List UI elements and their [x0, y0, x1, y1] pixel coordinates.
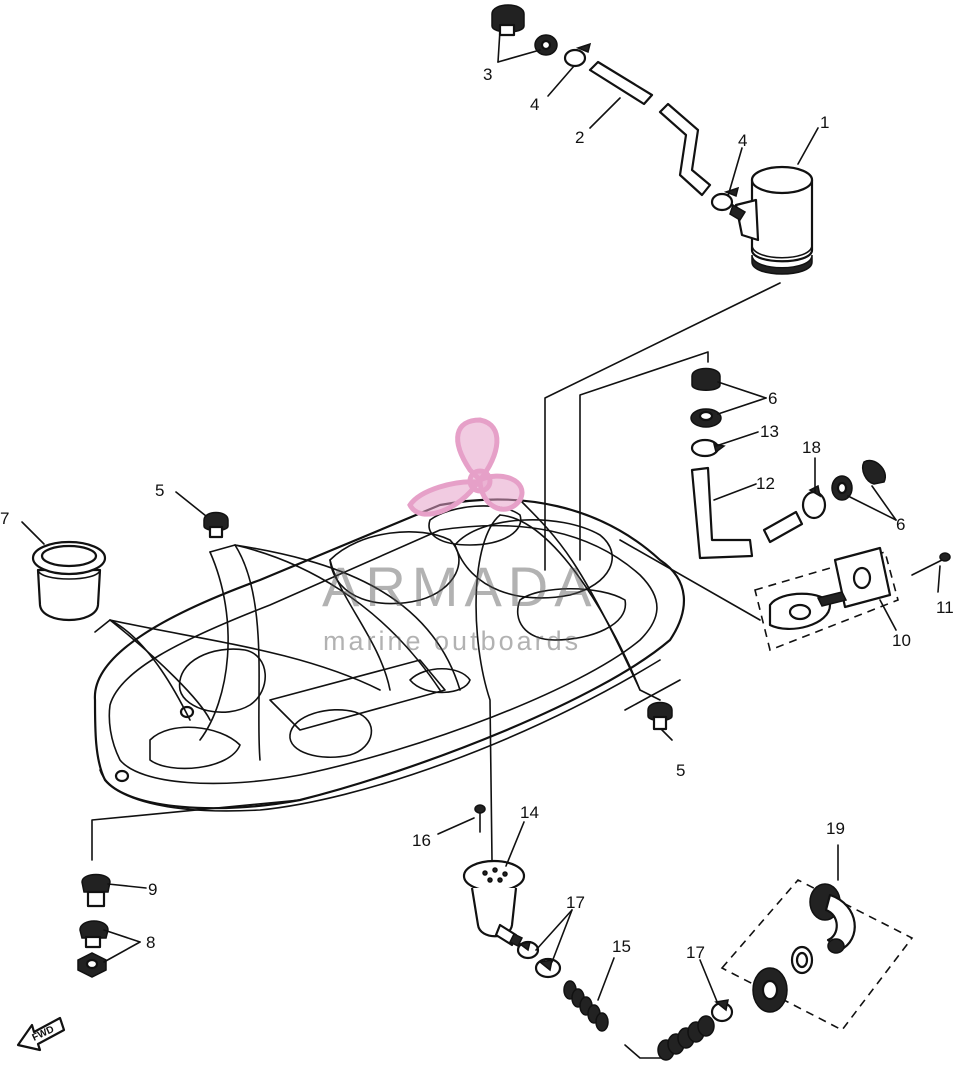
hull-deck: [93, 498, 686, 812]
callout-2: 2: [575, 128, 584, 147]
callout-14: 14: [520, 803, 539, 822]
thru-hull-fitting: [720, 879, 914, 1032]
callout-18: 18: [802, 438, 821, 457]
watermark-logo: [407, 417, 525, 517]
callout-5-upper: 5: [155, 481, 164, 500]
callout-leaders: [21, 29, 941, 1005]
leader-lines: [91, 282, 839, 1059]
callout-15: 15: [612, 937, 631, 956]
callout-9: 9: [148, 880, 157, 899]
plug-9: [81, 873, 111, 908]
clamps-17: [516, 940, 734, 1023]
forward-arrow: FWD: [16, 1016, 66, 1052]
callout-11: 11: [936, 598, 954, 617]
clamp-18: [801, 484, 827, 520]
hose-12: [690, 466, 804, 560]
callout-12: 12: [756, 474, 775, 493]
fitting-right-stack: [831, 459, 887, 501]
callout-4-pump: 4: [738, 131, 747, 150]
hose: [588, 60, 712, 197]
bracket-assembly: [754, 546, 899, 652]
fitting-upper-stack: [690, 367, 722, 428]
cup-holder: [31, 540, 107, 622]
hose-fitting: [491, 4, 558, 56]
callout-16: 16: [412, 831, 431, 850]
watermark-tagline: marine outboards: [323, 626, 581, 656]
screw-11: [911, 552, 951, 576]
callout-4-upper: 4: [530, 95, 539, 114]
callout-1: 1: [820, 113, 829, 132]
callout-10: 10: [892, 631, 911, 650]
corrugated-hose: [563, 980, 715, 1061]
deck-wiring: [94, 499, 681, 861]
watermark: ARMADA marine outboards: [322, 417, 598, 656]
drain-plug-upper: [203, 511, 229, 539]
callout-6-upper: 6: [768, 389, 777, 408]
plug-8: [77, 920, 109, 978]
drain-plug-right: [647, 701, 673, 731]
callout-17-left: 17: [566, 893, 585, 912]
callout-numbers: 1 2 3 4 4 5 5 6 6 7 8 9 10 11 12 13 14 1…: [0, 65, 954, 962]
callout-3: 3: [483, 65, 492, 84]
callout-13: 13: [760, 422, 779, 441]
bilge-pump: [729, 165, 814, 275]
callout-17-right: 17: [686, 943, 705, 962]
hose-clamps: [563, 42, 740, 212]
clamp-13: [690, 438, 726, 458]
callout-7: 7: [0, 509, 9, 528]
callout-8: 8: [146, 933, 155, 952]
callout-6-right: 6: [896, 515, 905, 534]
callout-19: 19: [826, 819, 845, 838]
screw-16: [474, 804, 486, 833]
vent-14: [462, 859, 526, 948]
callout-5-right: 5: [676, 761, 685, 780]
watermark-brand: ARMADA: [322, 555, 598, 618]
